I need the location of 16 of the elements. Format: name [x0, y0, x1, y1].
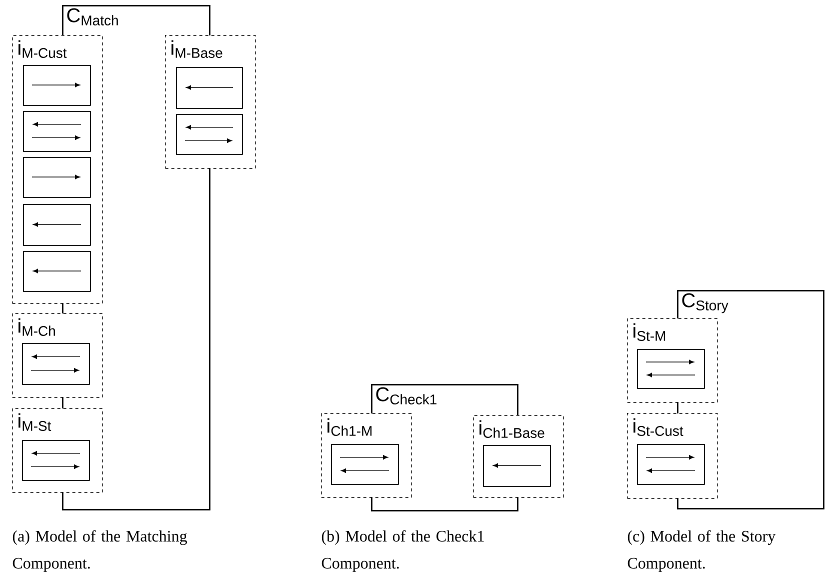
message-box	[637, 444, 705, 485]
caption: (b) Model of the Check1 Component.	[322, 530, 484, 572]
message-box	[23, 157, 91, 198]
caption: (a) Model of the Matching Component.	[12, 530, 187, 572]
message-box	[637, 349, 705, 389]
message-box	[22, 343, 90, 385]
message-box	[23, 65, 91, 106]
message-box	[331, 444, 399, 485]
message-box	[483, 445, 551, 487]
caption: (c) Model of the Story Component.	[628, 530, 776, 572]
message-box	[23, 111, 91, 152]
message-box	[23, 204, 91, 246]
message-box	[176, 67, 243, 109]
message-box	[22, 440, 90, 481]
message-box	[23, 251, 91, 292]
message-box	[176, 114, 243, 155]
